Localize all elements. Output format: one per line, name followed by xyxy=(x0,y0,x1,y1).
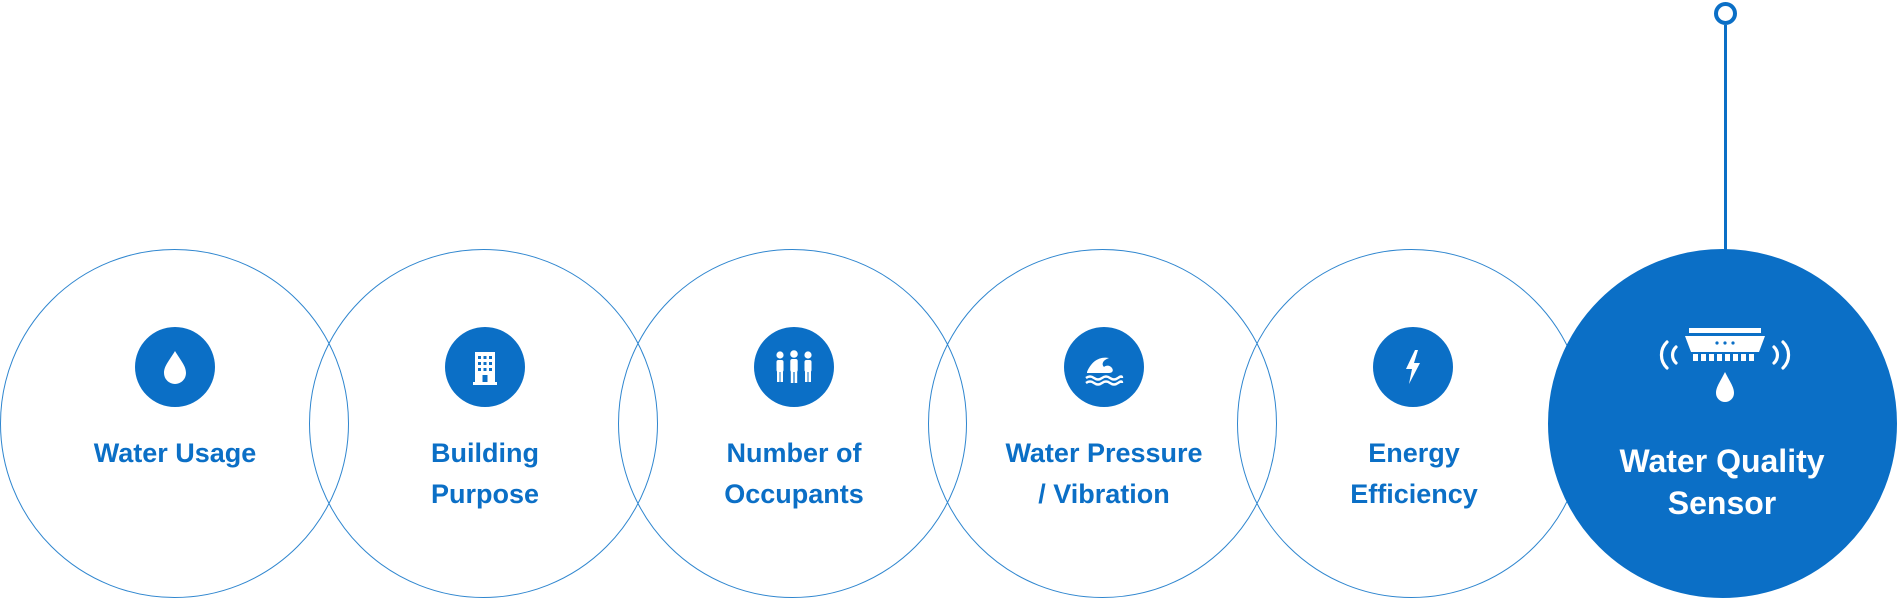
factor-circle-water-usage xyxy=(0,249,349,598)
factor-circle-energy-efficiency xyxy=(1237,249,1586,598)
factor-label-water-usage: Water Usage xyxy=(93,438,257,468)
factor-label-water-pressure-vibration: Water Pressure / Vibration xyxy=(1005,438,1203,509)
wave-icon xyxy=(1064,327,1144,407)
factor-label-energy-efficiency: Energy Efficiency xyxy=(1350,438,1478,509)
factor-circle-number-of-occupants xyxy=(618,249,967,598)
building-icon xyxy=(445,327,525,407)
factor-label-building-purpose: Building Purpose xyxy=(430,438,540,509)
people-icon xyxy=(754,327,834,407)
sensor-label-water-quality: Water Quality Sensor xyxy=(1619,443,1825,521)
sensor-circle-water-quality xyxy=(1548,249,1897,598)
factor-circle-water-pressure-vibration xyxy=(928,249,1277,598)
factor-label-number-of-occupants: Number of Occupants xyxy=(724,438,864,509)
lightning-bolt-icon xyxy=(1373,327,1453,407)
water-quality-sensor-icon xyxy=(1659,328,1791,402)
factor-circle-building-purpose xyxy=(309,249,658,598)
connector-line xyxy=(1724,25,1727,255)
connector-knob xyxy=(1714,2,1737,25)
water-drop-icon xyxy=(135,327,215,407)
